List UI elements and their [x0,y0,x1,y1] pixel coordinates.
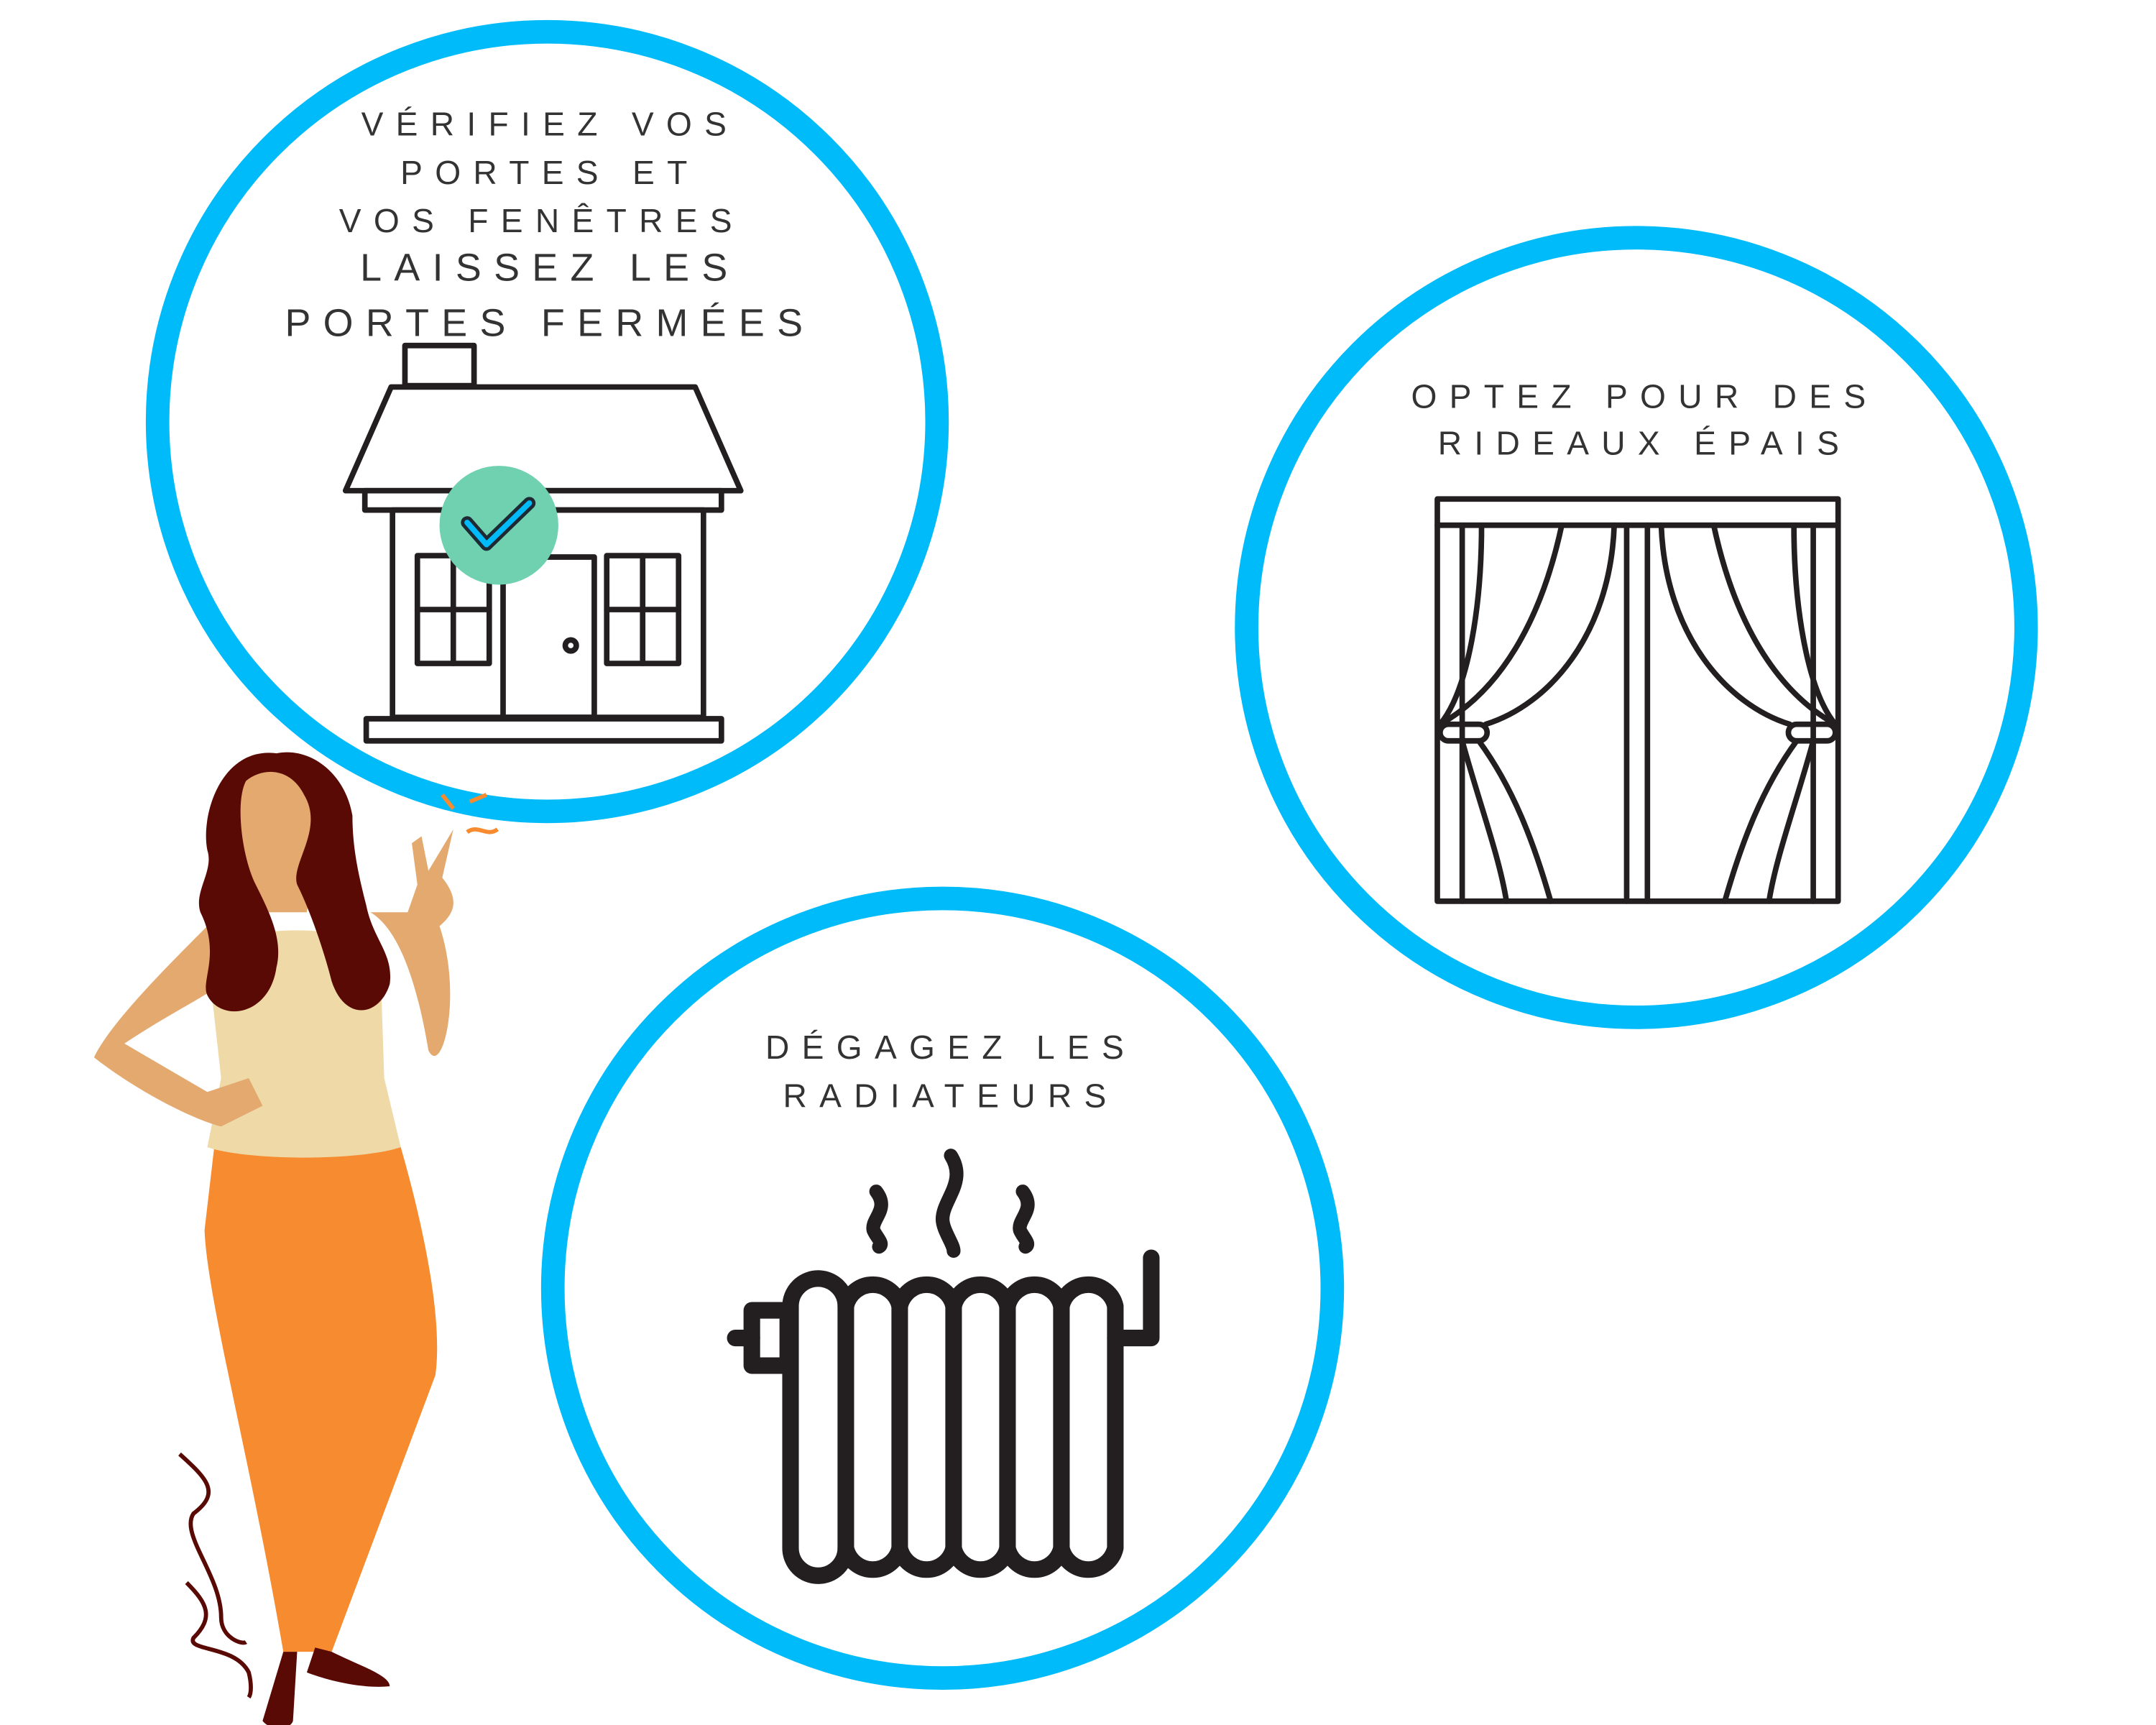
radiator-icon [727,1149,1160,1584]
tip-ring [1235,226,2038,1029]
tip-text-line: LAISSEZ LES [360,246,740,289]
check-badge-icon [439,466,558,585]
tip-text-line: RADIATEURS [783,1077,1119,1114]
curtains-icon [1434,496,1841,904]
tip-text-line: VÉRIFIEZ VOS [361,105,740,142]
tip-doors-windows: VÉRIFIEZ VOS PORTES ET VOS FENÊTRES LAIS… [145,19,949,824]
tip-curtains: OPTEZ POUR DES RIDEAUX ÉPAIS [1235,226,2038,1029]
tip-text-line: RIDEAUX ÉPAIS [1438,425,1851,462]
tip-text-line: VOS FENÊTRES [339,202,745,239]
tip-radiators: DÉGAGEZ LES RADIATEURS [540,886,1345,1690]
tip-ring [145,19,949,824]
tip-text-line: OPTEZ POUR DES [1411,377,1878,415]
tip-text-line: DÉGAGEZ LES [765,1029,1136,1066]
tip-text-line: PORTES FERMÉES [285,301,815,344]
tip-text-line: PORTES ET [400,154,699,191]
cold-woman-illustration [93,752,499,1725]
